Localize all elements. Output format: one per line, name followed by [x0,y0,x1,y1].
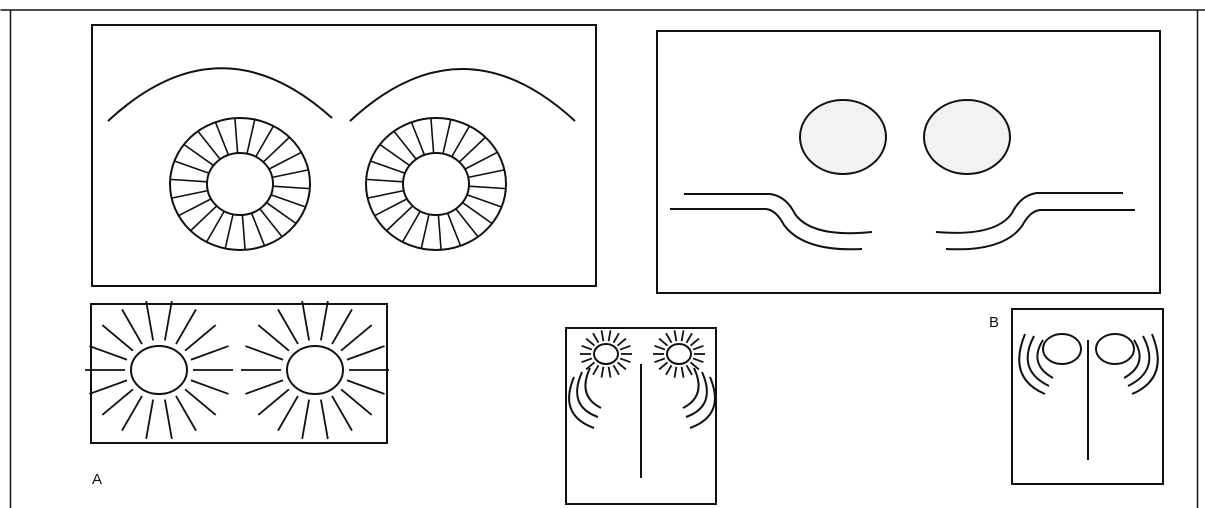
sun-eye-core [667,344,691,364]
left-rayed-iris [170,118,310,250]
pupil [403,153,469,215]
sun-eye-core [131,346,187,394]
panel-eyes-with-brows [92,25,596,286]
right-shaded-eye [924,100,1010,174]
sun-eye-core [287,346,343,394]
left-small-eye [1043,334,1081,364]
panel-small-sun-eyes [566,328,716,504]
pupil [207,153,273,215]
label-b: B [989,314,999,331]
panel-shaded-eyes [657,31,1160,293]
panel-b [1012,309,1163,484]
right-small-eye [1096,334,1134,364]
label-a: A [92,471,102,488]
left-shaded-eye [800,100,886,174]
panel-sunburst-eyes [85,301,389,443]
right-rayed-iris [366,118,506,250]
sun-eye-core [594,344,618,364]
